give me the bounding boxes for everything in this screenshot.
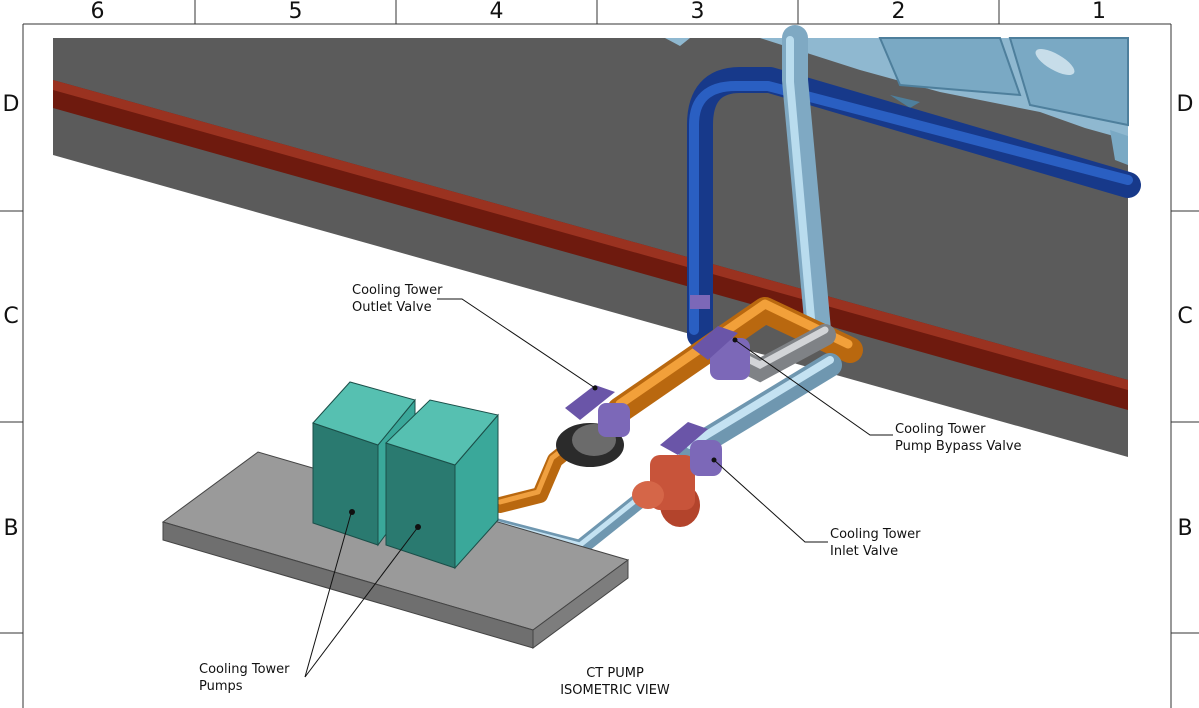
row-label: D	[2, 92, 20, 117]
bypass-valve	[690, 295, 750, 380]
pump-1-callout-dot	[349, 509, 355, 515]
bypass-valve-label-line1: Cooling Tower	[895, 422, 986, 437]
column-label: 2	[891, 0, 906, 24]
callout-leaders	[304, 298, 893, 678]
dark-blue-pipe	[687, 67, 1141, 348]
cooling-tower-pump-2	[385, 399, 499, 570]
outlet-callout-dot	[592, 385, 598, 391]
view-title-line1: CT PUMP	[586, 666, 644, 681]
row-label: B	[3, 516, 19, 541]
inlet-valve-label-line1: Cooling Tower	[830, 527, 921, 542]
cooling-tower-structure	[665, 37, 1129, 165]
inlet-valve-label-line2: Inlet Valve	[830, 544, 899, 559]
bypass-valve-label: Cooling Tower Pump Bypass Valve	[895, 421, 1022, 455]
row-label: D	[1176, 92, 1194, 117]
row-label: C	[3, 304, 19, 329]
bypass-valve-label-line2: Pump Bypass Valve	[895, 439, 1022, 454]
column-label: 5	[288, 0, 303, 24]
pumps-label-line2: Pumps	[199, 679, 243, 694]
bypass-callout-dot	[732, 337, 738, 343]
column-label: 1	[1092, 0, 1106, 24]
pump-2-callout-dot	[415, 524, 421, 530]
inlet-valve-label: Cooling Tower Inlet Valve	[830, 526, 921, 560]
column-label: 4	[489, 0, 504, 24]
view-title-line2: ISOMETRIC VIEW	[560, 683, 670, 698]
red-pipe	[53, 80, 1128, 410]
column-label: 6	[90, 0, 105, 24]
pumps-label-line1: Cooling Tower	[199, 662, 290, 677]
outlet-valve-label: Cooling Tower Outlet Valve	[352, 282, 443, 316]
outlet-valve-label-line1: Cooling Tower	[352, 283, 443, 298]
view-title: CT PUMP ISOMETRIC VIEW	[540, 665, 690, 699]
row-label: C	[1177, 304, 1193, 329]
column-label: 3	[690, 0, 705, 24]
light-blue-vertical-pipe	[782, 25, 831, 343]
inlet-valve	[632, 422, 722, 527]
pumps-label: Cooling Tower Pumps	[199, 661, 290, 695]
row-label: B	[1177, 516, 1193, 541]
outlet-valve	[556, 385, 630, 467]
inlet-callout-dot	[711, 457, 717, 463]
outlet-valve-label-line2: Outlet Valve	[352, 300, 432, 315]
